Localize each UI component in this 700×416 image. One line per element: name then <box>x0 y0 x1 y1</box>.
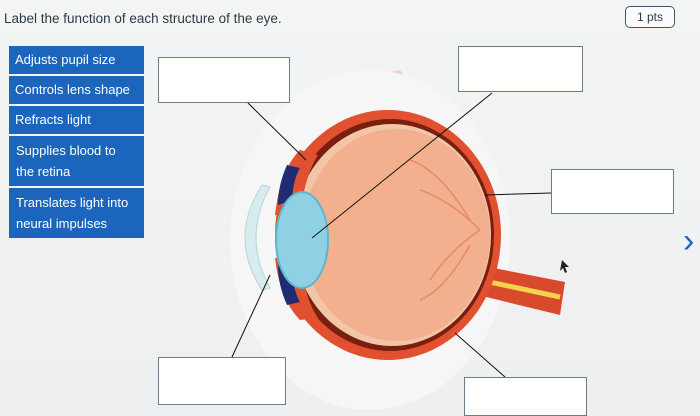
drop-box-5[interactable] <box>464 377 587 416</box>
drop-box-3[interactable] <box>551 169 674 214</box>
drop-box-4[interactable] <box>158 357 286 405</box>
drop-box-2[interactable] <box>458 46 583 92</box>
cornea <box>244 184 271 291</box>
lens <box>275 191 329 289</box>
drop-box-1[interactable] <box>158 57 290 103</box>
optic-nerve-core <box>479 277 561 300</box>
leader-line-3 <box>484 192 552 196</box>
points-badge: 1 pts <box>625 6 675 28</box>
label-translates-light[interactable]: Translates light into neural impulses <box>9 188 144 238</box>
retinal-vessels <box>409 159 481 301</box>
leader-line-1 <box>247 102 307 161</box>
label-refracts-light[interactable]: Refracts light <box>9 106 144 134</box>
iris-upper <box>278 165 300 205</box>
label-bank: Adjusts pupil size Controls lens shape R… <box>9 46 144 240</box>
label-supplies-blood[interactable]: Supplies blood to the retina <box>9 136 144 186</box>
chevron-right-icon[interactable]: › <box>683 222 695 260</box>
leader-line-4 <box>231 274 271 358</box>
label-controls-lens-shape[interactable]: Controls lens shape <box>9 76 144 104</box>
question-prompt: Label the function of each structure of … <box>4 11 282 26</box>
vitreous-body <box>302 129 490 341</box>
leader-line-2 <box>311 92 493 239</box>
label-adjusts-pupil-size[interactable]: Adjusts pupil size <box>9 46 144 74</box>
mouse-cursor-icon <box>560 260 569 273</box>
leader-line-5 <box>454 332 506 378</box>
